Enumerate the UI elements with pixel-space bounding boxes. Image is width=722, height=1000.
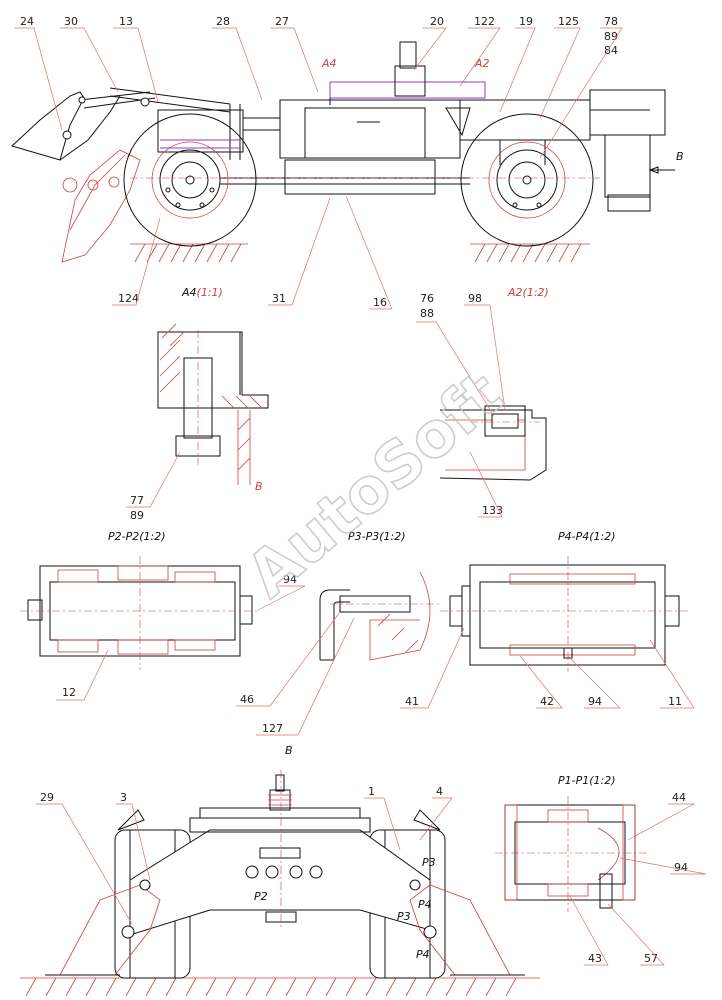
callout-78: 78: [604, 15, 618, 28]
callout-24: 24: [20, 15, 34, 28]
callout-89-top: 89: [604, 30, 618, 43]
callout-19: 19: [519, 15, 533, 28]
callout-76: 76: [420, 292, 434, 305]
section-p1-title: P1-P1(1:2): [558, 774, 616, 787]
front-wheel: [123, 113, 257, 247]
callout-89-mid: 89: [130, 509, 144, 522]
callout-77: 77: [130, 494, 144, 507]
callout-44: 44: [672, 791, 686, 804]
detail-a2-title: A2(1:2): [507, 286, 549, 299]
view-b: B: [20, 744, 540, 997]
callout-31: 31: [272, 292, 286, 305]
callout-98: 98: [468, 292, 482, 305]
callout-88: 88: [420, 307, 434, 320]
view-b-title: B: [285, 744, 293, 757]
rear-wheel: [460, 113, 594, 247]
callout-12: 12: [62, 686, 76, 699]
callout-29: 29: [40, 791, 54, 804]
tag-a2: A2: [474, 57, 490, 70]
front-bucket: [11, 87, 231, 263]
callout-94-p2: 94: [283, 573, 297, 586]
callout-57: 57: [644, 952, 658, 965]
callout-13: 13: [119, 15, 133, 28]
callout-41: 41: [405, 695, 419, 708]
callout-16: 16: [373, 296, 387, 309]
callout-122: 122: [474, 15, 495, 28]
side-view: 24 30 13 28 27 20 122 19 125 78 89 84 A4…: [11, 15, 684, 310]
section-p2: P2-P2(1:2) 94 12: [20, 530, 306, 701]
callout-125: 125: [558, 15, 579, 28]
cut-mark-p2: P2: [254, 890, 268, 903]
side-view-callouts: 24 30 13 28 27 20 122 19 125 78 89 84 A4…: [20, 15, 684, 309]
section-p4: P4-P4(1:2) 41 42 94 11: [400, 530, 695, 709]
section-p4-title: P4-P4(1:2): [558, 530, 616, 543]
callout-94-p1: 94: [674, 861, 688, 874]
ground-hatch-right: [470, 243, 590, 263]
side-view-leaders: [14, 27, 623, 310]
detail-a2: A2(1:2) 76 88 98 133: [416, 286, 549, 518]
tag-a4: A4: [321, 57, 337, 70]
cut-mark-p3-lower: P3: [397, 910, 411, 923]
section-p2-title: P2-P2(1:2): [108, 530, 166, 543]
section-p1: P1-P1(1:2) 44 94 43 57: [495, 774, 707, 966]
callout-133: 133: [482, 504, 503, 517]
callout-94-p4: 94: [588, 695, 602, 708]
detail-a4-title: A4(1:1): [181, 286, 223, 299]
frame-body: [130, 41, 675, 212]
callout-28: 28: [216, 15, 230, 28]
cut-mark-p4-lower: P4: [416, 948, 430, 961]
cut-mark-p3-upper: P3: [422, 856, 436, 869]
ground-hatch-left: [130, 243, 248, 263]
section-p3: P3-P3(1:2) 46 127: [236, 530, 440, 736]
callout-46: 46: [240, 693, 254, 706]
detail-a4-note: B: [255, 480, 263, 493]
watermark-text: AutoSoft: [233, 357, 516, 611]
callout-127: 127: [262, 722, 283, 735]
view-b-ground: [20, 977, 540, 997]
cut-mark-p4-upper: P4: [418, 898, 432, 911]
callout-27: 27: [275, 15, 289, 28]
callout-43: 43: [588, 952, 602, 965]
callout-3: 3: [120, 791, 127, 804]
arrow-b-label: B: [676, 150, 684, 163]
callout-1: 1: [368, 785, 375, 798]
callout-42: 42: [540, 695, 554, 708]
callout-4: 4: [436, 785, 443, 798]
callout-20: 20: [430, 15, 444, 28]
callout-84: 84: [604, 44, 618, 57]
callout-11: 11: [668, 695, 682, 708]
detail-a4: A4(1:1) B 77 89: [126, 286, 269, 522]
section-p3-title: P3-P3(1:2): [348, 530, 406, 543]
callout-124: 124: [118, 292, 139, 305]
callout-30: 30: [64, 15, 78, 28]
